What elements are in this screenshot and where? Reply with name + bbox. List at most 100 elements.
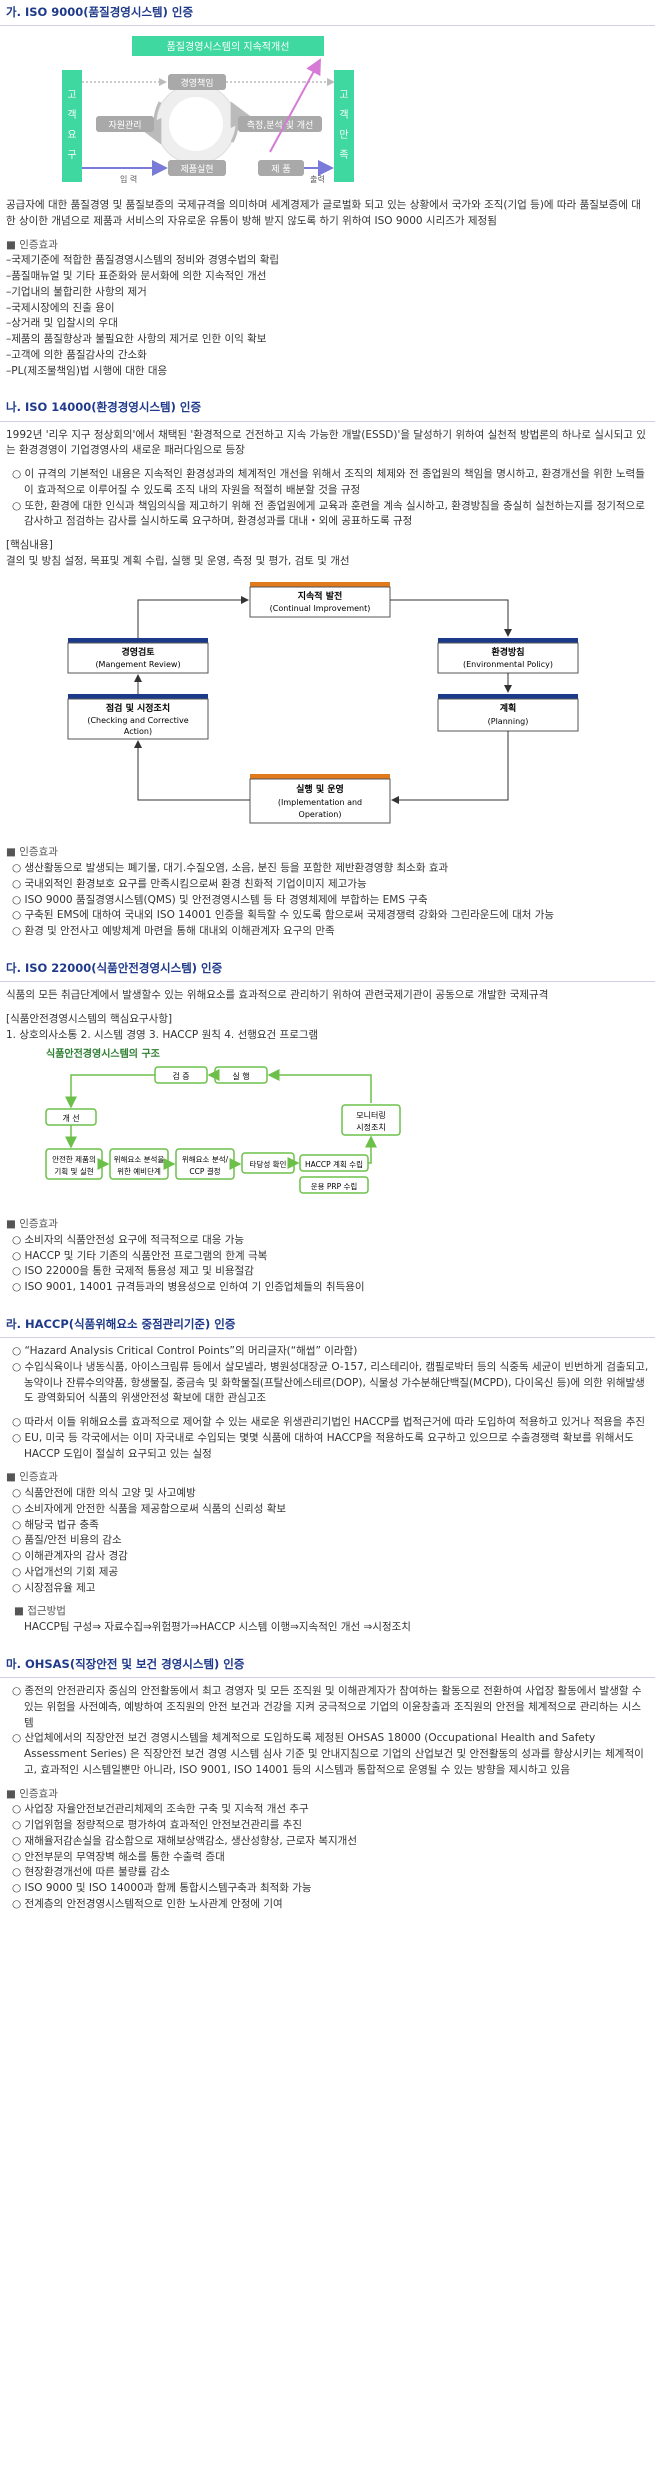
- heading-haccp: 라. HACCP(식품위해요소 중점관리기준) 인증: [0, 1312, 655, 1338]
- planning-box: 계획 (Planning): [437, 693, 579, 731]
- iso22000-description: 식품의 모든 취급단계에서 발생할수 있는 위해요소를 효과적으로 관리하기 위…: [6, 989, 549, 1001]
- section-iso22000: 다. ISO 22000(식품안전경영시스템) 인증 식품의 모든 취급단계에서…: [0, 956, 655, 1296]
- list-item: ○ 따라서 이들 위해요소를 효과적으로 제어할 수 있는 새로운 위생관리기법…: [12, 1416, 646, 1428]
- list-item: ○ ISO 9000 및 ISO 14000과 함께 통합시스템구축과 최적화 …: [12, 1882, 312, 1894]
- list-item: ○ 이 규격의 기본적인 내용은 지속적인 환경성과의 체계적인 개선을 위해서…: [12, 468, 645, 496]
- list-item: ○ 국내외적인 환경보호 요구를 만족시킴으로써 환경 친화적 기업이미지 제고…: [12, 877, 367, 890]
- list-item: ○ 해당국 법규 충족: [12, 1518, 99, 1531]
- verify-box: 검 증: [154, 1066, 208, 1084]
- list-item: ○ 구축된 EMS에 대하여 국내외 ISO 14001 인증을 획득할 수 있…: [12, 909, 555, 922]
- svg-text:기획 및 실현: 기획 및 실현: [54, 1166, 93, 1176]
- svg-text:위한 예비단계: 위한 예비단계: [117, 1166, 161, 1176]
- food-safety-structure-title: 식품안전경영시스템의 구조: [46, 1047, 160, 1060]
- svg-text:객: 객: [339, 109, 348, 121]
- svg-text:족: 족: [339, 149, 348, 161]
- list-item: ○ 안전부문의 무역장벽 해소를 통한 수출력 증대: [12, 1850, 225, 1863]
- svg-text:실 행: 실 행: [232, 1071, 249, 1081]
- checking-corrective-box: 점검 및 시정조치 (Checking and Corrective Actio…: [67, 693, 209, 739]
- list-item: ○ 또한, 환경에 대한 인식과 책임의식을 제고하기 위해 전 종업원에게 교…: [12, 499, 645, 528]
- svg-text:출력: 출력: [310, 174, 325, 184]
- svg-text:(Mangement Review): (Mangement Review): [95, 660, 180, 669]
- svg-text:입 력: 입 력: [120, 174, 137, 184]
- list-item: ○ 현장환경개선에 따른 불량률 감소: [12, 1866, 170, 1879]
- list-item: ○ EU, 미국 등 각국에서는 이미 자국내로 수입되는 몇몇 식품에 대하여…: [12, 1431, 634, 1460]
- svg-text:모니터링: 모니터링: [356, 1110, 385, 1120]
- section-ohsas: 마. OHSAS(직장안전 및 보건 경영시스템) 인증 ○ 종전의 안전관리자…: [0, 1652, 655, 1913]
- list-item: –국제시장에의 진출 용이: [6, 301, 115, 314]
- measurement-analysis-box: [238, 116, 322, 133]
- list-item: ○ 품질/안전 비용의 감소: [12, 1534, 122, 1547]
- svg-text:경영검토: 경영검토: [121, 646, 155, 658]
- product-realization-box: [168, 160, 226, 177]
- svg-text:점검 및 시정조치: 점검 및 시정조치: [106, 702, 170, 714]
- iso14000-description: 1992년 '리우 지구 정상회의'에서 채택된 '환경적으로 건전하고 지속 …: [6, 428, 646, 457]
- list-item: ○ 생산활동으로 발생되는 폐기물, 대기․수질오염, 소음, 분진 등을 포함…: [12, 862, 449, 874]
- svg-text:객: 객: [67, 109, 76, 121]
- list-item: ○ HACCP 및 기타 기존의 식품안전 프로그램의 한계 극복: [12, 1249, 268, 1262]
- environmental-policy-box: 환경방침 (Environmental Policy): [437, 637, 579, 673]
- iso9000-description: 공급자에 대한 품질경영 및 품질보증의 국제규격을 의미하며 세계경제가 글로…: [6, 199, 641, 227]
- svg-text:고: 고: [67, 90, 76, 101]
- svg-text:위해요소 분석/: 위해요소 분석/: [182, 1154, 229, 1164]
- list-item: ○ 종전의 안전관리자 중심의 안전활동에서 최고 경영자 및 모든 조직원 및…: [12, 1685, 642, 1729]
- svg-text:(Planning): (Planning): [488, 717, 529, 726]
- heading-iso14000: 나. ISO 14000(환경경영시스템) 인증: [0, 395, 655, 422]
- svg-text:측정,분석 및 개선: 측정,분석 및 개선: [247, 119, 314, 131]
- svg-text:실행 및 운영: 실행 및 운영: [296, 783, 344, 795]
- continual-improvement-box: 지속적 발전 (Continual Improvement): [249, 581, 391, 617]
- management-responsibility-box: [168, 74, 226, 91]
- svg-text:CCP 결정: CCP 결정: [189, 1166, 220, 1176]
- list-item: ○ 소비자의 식품안전성 요구에 적극적으로 대응 가능: [12, 1233, 245, 1246]
- svg-text:운용 PRP 수립: 운용 PRP 수립: [311, 1182, 358, 1191]
- list-item: –PL(제조물책임)법 시행에 대한 대응: [6, 364, 168, 377]
- svg-text:개 선: 개 선: [62, 1113, 79, 1123]
- haccp-approach-text: HACCP팀 구성⇒ 자료수집⇒위험평가⇒HACCP 시스템 이행⇒지속적인 개…: [24, 1621, 411, 1633]
- section-iso9000: 가. ISO 9000(품질경영시스템) 인증 품질경영시스템의 지속적개선 고…: [0, 0, 655, 379]
- svg-text:계획: 계획: [500, 702, 517, 714]
- section-iso14000: 나. ISO 14000(환경경영시스템) 인증 1992년 '리우 지구 정상…: [0, 395, 655, 940]
- list-item: ○ 식품안전에 대한 의식 고양 및 사고예방: [12, 1487, 196, 1499]
- list-item: –상거래 및 입찰시의 우대: [6, 317, 118, 330]
- svg-text:경영책임: 경영책임: [180, 77, 213, 89]
- list-item: –품질매뉴얼 및 기타 표준화와 문서화에 의한 지속적인 개선: [6, 270, 267, 282]
- iso22000-effects-title: ■ 인증효과: [6, 1218, 58, 1230]
- iso22000-core-title: [식품안전경영시스템의 핵심요구사항]: [6, 1012, 173, 1025]
- iso14000-core-text: 결의 및 방침 설정, 목표및 계획 수립, 실행 및 운영, 측정 및 평가,…: [6, 554, 350, 567]
- haccp-approach-title: ■ 접근방법: [14, 1605, 66, 1618]
- step-prp-box: 운용 PRP 수립: [299, 1176, 369, 1194]
- customer-requirement-box: [62, 70, 82, 183]
- list-item: ○ 재해율저감손실을 감소함으로 재해보상액감소, 생산성향상, 근로자 복지개…: [12, 1834, 357, 1847]
- resource-management-box: [96, 116, 154, 133]
- svg-text:(Checking and Corrective: (Checking and Corrective: [87, 716, 188, 725]
- list-item: –기업내의 불합리한 사항의 제거: [6, 285, 147, 298]
- svg-text:Action): Action): [124, 727, 152, 736]
- svg-text:(Implementation and: (Implementation and: [278, 798, 362, 807]
- list-item: ○ 시장점유율 제고: [12, 1581, 96, 1594]
- svg-text:안전한 제품의: 안전한 제품의: [52, 1154, 96, 1164]
- list-item: ○ 환경 및 안전사고 예방체계 마련을 통해 대내외 이해관계자 요구의 만족: [12, 925, 335, 937]
- list-item: ○ 이해관계자의 감사 경감: [12, 1550, 128, 1562]
- list-item: ○ 사업개선의 기회 제공: [12, 1565, 119, 1578]
- list-item: –국제기준에 적합한 품질경영시스템의 정비와 경영수법의 확립: [6, 254, 280, 267]
- list-item: ○ “Hazard Analysis Critical Control Poin…: [12, 1345, 358, 1357]
- svg-text:제품실현: 제품실현: [180, 164, 213, 175]
- iso14000-cycle-diagram: 지속적 발전 (Continual Improvement) 경영검토 (Man…: [67, 581, 579, 823]
- iso22000-core-text: 1. 상호의사소통 2. 시스템 경영 3. HACCP 원칙 4. 선행요건 …: [6, 1028, 319, 1041]
- continuous-improvement-label: 품질경영시스템의 지속적개선: [167, 40, 290, 53]
- iso9000-effects-title: ■ 인증효과: [6, 238, 58, 251]
- list-item: ○ 전계층의 안전경영시스템적으로 인한 노사관계 안정에 기여: [12, 1897, 283, 1910]
- haccp-effects-title: ■ 인증효과: [6, 1471, 58, 1484]
- svg-text:구: 구: [67, 150, 76, 161]
- svg-text:시정조치: 시정조치: [356, 1122, 385, 1132]
- list-item: ○ 소비자에게 안전한 식품을 제공함으로써 식품의 신뢰성 확보: [12, 1502, 287, 1515]
- execute-box: 실 행: [214, 1066, 268, 1084]
- customer-satisfaction-box: [334, 70, 354, 183]
- list-item: ○ ISO 9001, 14001 규격등과의 병용성으로 인하여 기 인증업체…: [12, 1281, 365, 1293]
